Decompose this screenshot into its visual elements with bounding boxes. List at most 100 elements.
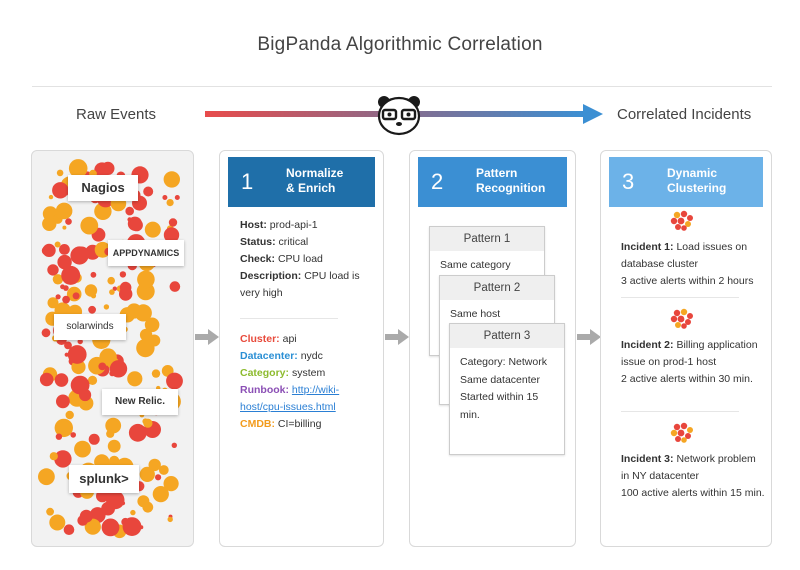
event-dot: [166, 199, 174, 207]
event-dot: [171, 442, 177, 448]
event-dot: [101, 161, 115, 175]
event-dot: [46, 507, 54, 516]
status-field: Status: critical: [240, 236, 309, 248]
event-dot: [136, 338, 155, 358]
event-dot: [70, 432, 76, 438]
event-dot: [63, 524, 75, 535]
event-dot: [68, 159, 88, 178]
step-number: 1: [241, 169, 254, 194]
runbook-link[interactable]: http://wiki-host/cpu-issues.html: [240, 384, 340, 413]
appdynamics-logo: APPDYNAMICS: [108, 240, 184, 266]
arrow-head: [583, 104, 603, 124]
event-dot: [103, 304, 110, 310]
description-field: Description: CPU load is very high: [240, 270, 360, 299]
pattern-rule: Same datacenter: [460, 373, 540, 386]
raw-events-panel: Nagios APPDYNAMICS solarwinds New Relic.…: [31, 150, 194, 547]
event-dot: [137, 495, 150, 508]
event-dot: [74, 440, 91, 458]
event-dot: [48, 194, 54, 200]
cluster-field: Cluster: api: [240, 333, 297, 345]
raw-events-label: Raw Events: [76, 106, 157, 123]
correlation-flow-arrow: [205, 96, 603, 136]
event-dot: [143, 186, 154, 197]
event-dot: [47, 264, 59, 276]
pattern-rule: Same host: [450, 308, 501, 320]
event-dot: [107, 439, 121, 453]
event-dot: [166, 372, 183, 390]
event-dot: [72, 292, 80, 300]
panda-icon: [377, 96, 421, 136]
event-dot: [105, 417, 122, 434]
cluster-icon: [670, 210, 693, 231]
pattern-rule: Started within 15 min.: [460, 391, 539, 421]
event-dot: [54, 450, 72, 468]
diagram-title: BigPanda Algorithmic Correlation: [257, 34, 543, 55]
event-dot: [119, 281, 132, 294]
event-dot: [174, 195, 180, 200]
divider: [240, 318, 338, 319]
step-1-header: 1 Normalize& Enrich: [228, 157, 375, 207]
pattern-name: Pattern 3: [450, 324, 564, 348]
normalize-enrich-panel: 1 Normalize& Enrich Host: prod-api-1 Sta…: [219, 150, 384, 547]
event-dot: [54, 373, 69, 387]
event-dot: [167, 516, 173, 523]
cluster-icon: [670, 422, 693, 443]
title-divider: [32, 86, 772, 87]
event-dot: [144, 221, 161, 238]
event-dot: [169, 281, 181, 292]
correlated-incidents-label: Correlated Incidents: [617, 106, 752, 123]
arrow-raw-to-normalize: [195, 329, 219, 345]
event-dot: [163, 476, 179, 492]
event-dot: [67, 345, 87, 364]
event-dot: [55, 294, 61, 300]
event-dot: [61, 265, 81, 285]
event-dot: [64, 352, 69, 357]
event-dot: [72, 252, 83, 263]
event-dot: [112, 286, 118, 291]
event-dot: [88, 433, 100, 445]
event-dot: [155, 474, 162, 481]
event-dot: [57, 254, 72, 270]
arrow-normalize-to-pattern: [385, 329, 409, 345]
check-field: Check: CPU load: [240, 253, 323, 265]
pattern-rule: Same category: [440, 259, 511, 271]
event-dot: [63, 285, 69, 291]
event-dot: [47, 297, 59, 309]
incident-2[interactable]: Incident 2: Billing application issue on…: [621, 339, 758, 385]
event-dot: [56, 394, 70, 409]
event-dot: [49, 514, 66, 531]
event-dot: [64, 341, 72, 350]
event-dot: [152, 486, 169, 503]
event-dot: [128, 423, 147, 442]
step-number: 3: [622, 169, 635, 194]
runbook-field: Runbook: http://wiki-host/cpu-issues.htm…: [240, 384, 340, 413]
event-dot: [148, 458, 161, 472]
event-dot: [88, 305, 96, 314]
event-dot: [127, 217, 132, 222]
event-dot: [163, 227, 180, 243]
event-dot: [90, 271, 97, 278]
incident-3[interactable]: Incident 3: Network problem in NY datace…: [621, 453, 765, 499]
category-field: Category: system: [240, 367, 326, 379]
pattern-name: Pattern 2: [440, 276, 554, 300]
event-dot: [163, 171, 180, 188]
step-title: Normalize& Enrich: [286, 166, 344, 195]
event-dot: [41, 328, 51, 338]
event-dot: [62, 295, 70, 304]
event-dot: [77, 338, 83, 345]
event-dot: [62, 225, 67, 230]
event-dot: [143, 418, 153, 428]
event-dot: [125, 206, 134, 216]
event-dot: [106, 429, 115, 438]
event-dot: [84, 518, 101, 535]
step-number: 2: [431, 169, 444, 194]
datacenter-field: Datacenter: nydc: [240, 350, 323, 362]
event-dot: [52, 274, 64, 285]
incident-1[interactable]: Incident 1: Load issues on database clus…: [621, 241, 754, 287]
event-dot: [77, 515, 88, 526]
divider: [621, 411, 739, 412]
